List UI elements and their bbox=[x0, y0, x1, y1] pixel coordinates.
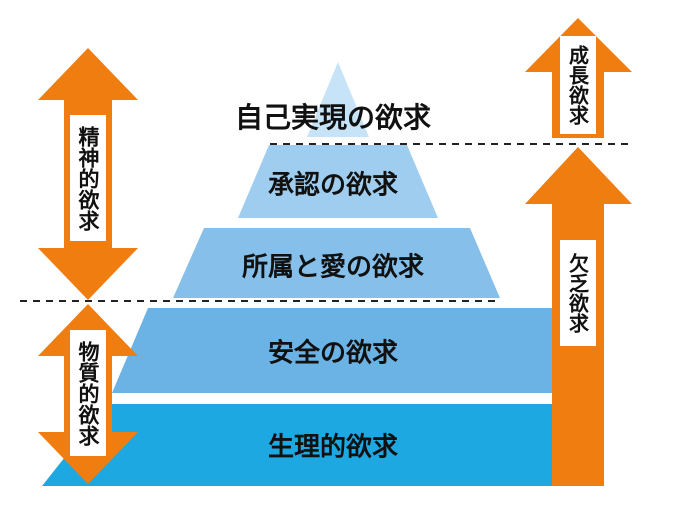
tier-esteem bbox=[238, 145, 438, 218]
tier-label-esteem: 承認の欲求 bbox=[268, 170, 398, 201]
tier-love-belonging bbox=[173, 228, 500, 298]
tier-physiological bbox=[42, 404, 552, 486]
tier-label-self-actualization: 自己実現の欲求 bbox=[235, 101, 431, 134]
tier-label-safety: 安全の欲求 bbox=[268, 338, 398, 369]
tier-label-love-belonging: 所属と愛の欲求 bbox=[242, 253, 424, 283]
growth-needs-label: 成長欲求 bbox=[565, 45, 590, 125]
spiritual-needs-label: 精神的欲求 bbox=[76, 125, 100, 231]
tier-label-physiological: 生理的欲求 bbox=[268, 432, 398, 463]
deficiency-needs-label: 欠乏欲求 bbox=[565, 253, 590, 333]
growth-needs-label-box bbox=[560, 36, 596, 134]
tier-self-actualization bbox=[307, 62, 369, 137]
deficiency-needs-label-box bbox=[560, 240, 596, 346]
physical-needs-label: 物質的欲求 bbox=[76, 340, 100, 446]
spiritual-needs-label-box bbox=[70, 115, 106, 241]
physical-needs-label-box bbox=[70, 330, 106, 456]
tier-safety bbox=[112, 308, 552, 393]
